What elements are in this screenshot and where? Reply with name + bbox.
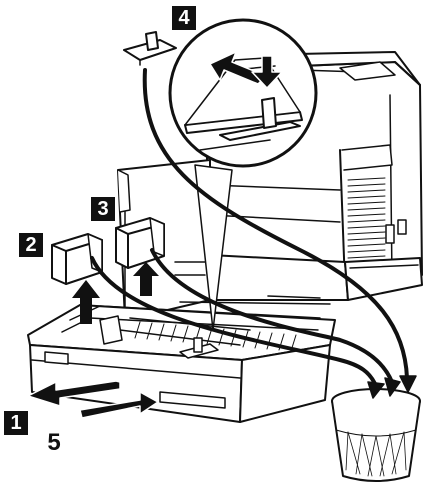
lift-arrows bbox=[72, 262, 159, 324]
disposal-arrowheads bbox=[367, 375, 417, 399]
paper-tray bbox=[27, 304, 336, 423]
step-5-label: 5 bbox=[47, 429, 61, 456]
step-4-badge: 4 bbox=[172, 6, 196, 30]
callout-magnifier bbox=[168, 18, 318, 331]
waste-bin bbox=[331, 388, 421, 482]
step-2-badge: 2 bbox=[19, 233, 43, 257]
step-3-badge: 3 bbox=[91, 197, 115, 221]
step-1-badge: 1 bbox=[4, 411, 28, 435]
spacer-2 bbox=[51, 233, 103, 285]
tray-arrows bbox=[27, 380, 159, 419]
disposal-paths bbox=[90, 68, 409, 388]
guide-piece bbox=[123, 31, 177, 66]
spacer-3 bbox=[115, 217, 165, 269]
